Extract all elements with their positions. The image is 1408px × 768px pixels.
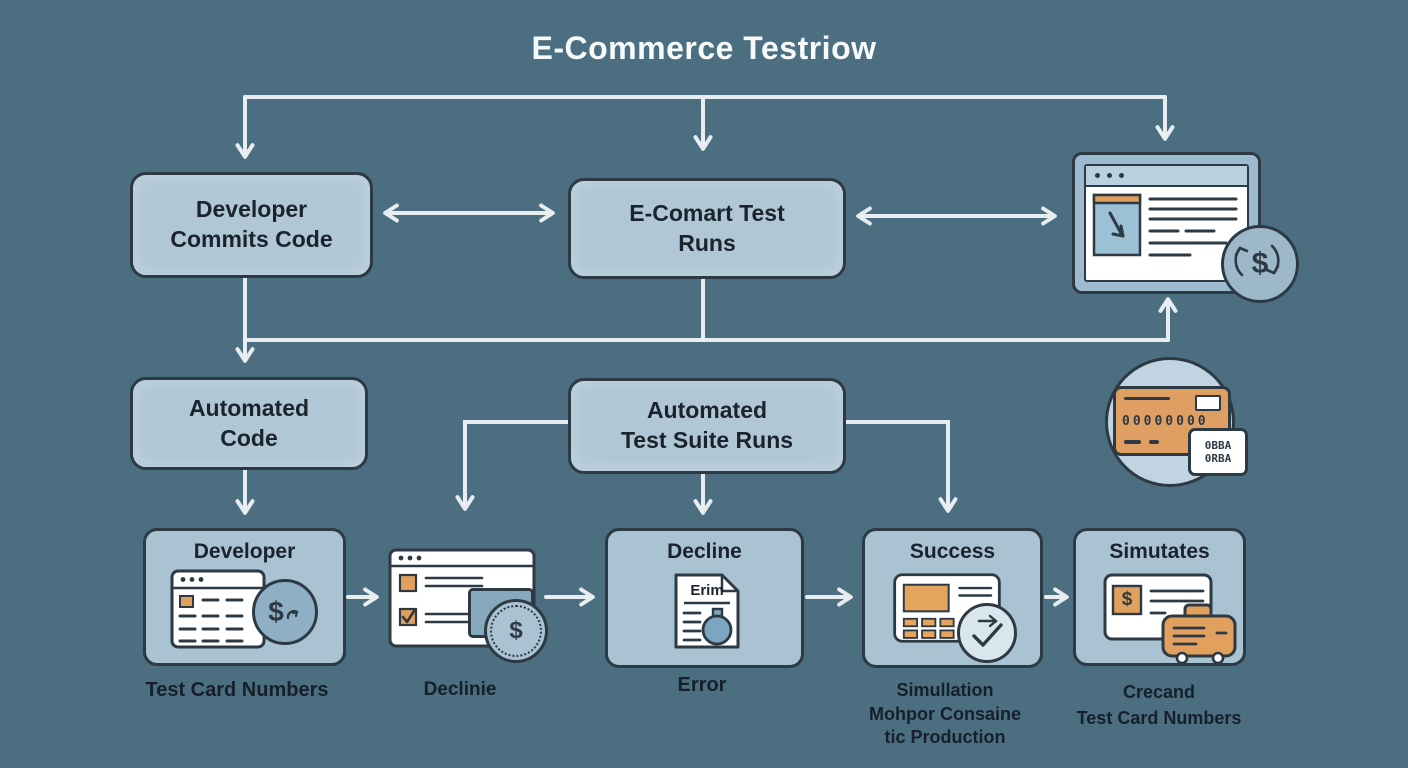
checkbox-icon: [398, 573, 418, 593]
card-digits: 00000000: [1122, 414, 1209, 429]
node-decline: Decline Erim: [605, 528, 804, 668]
dollar-badge-icon: $: [252, 579, 318, 645]
box-ecomart-test-runs: E-Comart Test Runs: [568, 178, 846, 279]
browser-content-art: [1092, 193, 1238, 257]
node-title: Success: [909, 540, 996, 563]
download-arrow-icon: [1108, 211, 1125, 238]
card-code-line: 0BBA: [1204, 439, 1232, 452]
caption-line: Simullation: [896, 680, 994, 700]
caption-simutates: Crecand Test Card Numbers: [1054, 679, 1264, 731]
browser-content: [1086, 187, 1247, 280]
dollar-icon: $: [268, 596, 284, 627]
caption-line: Crecand: [1122, 682, 1196, 702]
box-label-line: E-Comart Test: [629, 199, 785, 226]
node-developer: Developer $: [143, 528, 346, 666]
box-label-line: Commits Code: [170, 226, 333, 252]
box-label-line: Automated: [646, 397, 768, 424]
curve-arrow-icon: [286, 609, 298, 620]
box-automated-code: Automated Code: [130, 377, 368, 470]
terminal-screen-icon: [902, 583, 950, 613]
card-dash-icon: [1149, 440, 1159, 444]
terminal-icon: [893, 573, 1001, 643]
error-document-icon: Erim: [672, 571, 742, 651]
node-simutates: Simutates $: [1073, 528, 1246, 666]
credit-card-icon: 00000000 0BBA 0RBA: [1105, 357, 1248, 487]
box-label-line: Code: [220, 424, 278, 451]
box-label-line: Test Suite Runs: [620, 427, 794, 453]
printer-machine-icon: [1161, 603, 1237, 665]
window-dot-icon: [1107, 173, 1112, 178]
seal-icon: [701, 614, 733, 646]
card-stripe-icon: [1124, 397, 1170, 400]
card-chip-icon: [1195, 395, 1221, 411]
check-art: [972, 614, 1003, 647]
window-dot-icon: [1095, 173, 1100, 178]
coin-ring-icon: [490, 605, 542, 657]
box-label-line: Developer: [195, 196, 308, 223]
caption-line: Test Card Numbers: [1076, 708, 1242, 728]
card-dash-icon: [1124, 440, 1141, 444]
box-developer-commits-code: Developer Commits Code: [130, 172, 373, 278]
node-success: Success: [862, 528, 1043, 668]
success-check-icon: [957, 603, 1017, 663]
document-label: Erim: [690, 582, 724, 599]
caption-developer: Test Card Numbers: [145, 679, 329, 701]
caption-declinie: Declinie: [423, 679, 497, 700]
dollar-icon: $: [1251, 247, 1269, 280]
browser-titlebar: [1086, 166, 1247, 187]
caption-line: tic Production: [884, 727, 1006, 747]
box-label-line: Runs: [678, 229, 736, 256]
node-title: Decline: [667, 540, 742, 563]
dollar-coin-icon: $: [484, 599, 548, 663]
caption-line: Mohpor Consaine: [869, 703, 1021, 724]
node-title: Simutates: [1109, 540, 1210, 563]
caption-success: Simullation Mohpor Consaine tic Producti…: [840, 679, 1050, 750]
node-title: Developer: [193, 540, 296, 563]
box-automated-test-suite-runs: Automated Test Suite Runs: [568, 378, 846, 474]
sync-arrows-icon: [1234, 244, 1280, 277]
page-title: E-Commerce Testriow: [531, 30, 877, 66]
window-dot-icon: [1119, 173, 1124, 178]
caption-error: Error: [677, 674, 727, 696]
document-art: [674, 573, 740, 649]
terminal-buttons-icon: [902, 617, 955, 639]
browser-window-icon: [1072, 152, 1261, 294]
card-code-tag: 0BBA 0RBA: [1188, 428, 1248, 476]
dollar-icon: $: [1121, 589, 1133, 610]
currency-sync-icon: $: [1221, 225, 1299, 303]
browser-table-icon: [170, 569, 266, 649]
box-label-line: Automated: [188, 394, 310, 421]
card-code-line: 0RBA: [1204, 452, 1232, 465]
browser-inner-page: [1084, 164, 1249, 282]
check-icon: [401, 609, 416, 624]
